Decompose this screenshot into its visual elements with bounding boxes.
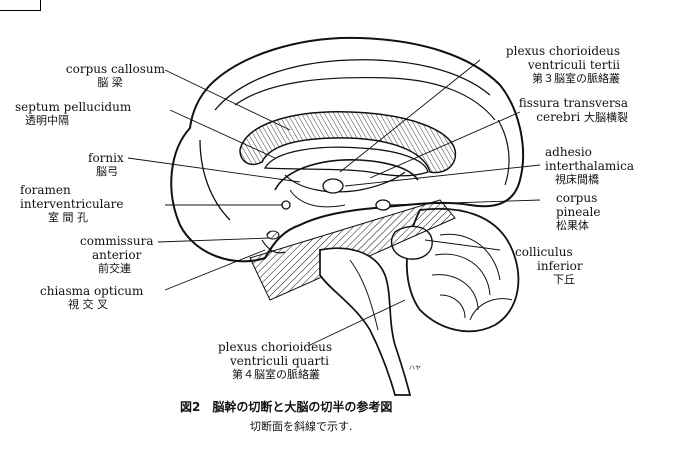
label-fissura-jp: 大脳横裂	[584, 111, 628, 124]
label-plexus-quarti-en1: plexus chorioideus	[218, 340, 333, 354]
corpus-pineale-shape	[375, 199, 391, 211]
label-colliculus-en2: inferior	[537, 259, 583, 273]
label-foramen-en1: foramen	[20, 183, 71, 197]
figure-caption-sub: 切断面を斜線で示す.	[250, 420, 353, 433]
label-chiasma-en: chiasma opticum	[40, 284, 144, 298]
label-chiasma: chiasma opticum 視 交 叉	[40, 284, 143, 312]
label-plexus-tertii-en1: plexus chorioideus	[505, 44, 620, 58]
corner-frame	[0, 0, 41, 11]
label-fornix-en: fornix	[88, 151, 124, 165]
label-corpus-callosum-jp: 脳 梁	[97, 76, 123, 89]
label-fissura: fissura transversa cerebri 大脳横裂	[500, 96, 628, 125]
label-corpus-pineale: corpus pineale 松果体	[556, 191, 600, 233]
label-foramen-en2: interventriculare	[20, 197, 124, 211]
label-septum-pellucidum: septum pellucidum 透明中隔	[15, 100, 131, 128]
label-fissura-en1: fissura transversa	[518, 96, 628, 110]
label-adhesio-en2: interthalamica	[545, 159, 635, 173]
label-adhesio-jp: 視床間橋	[555, 173, 599, 186]
label-foramen: foramen interventriculare 室 間 孔	[20, 183, 124, 225]
label-commissura-jp: 前交連	[98, 262, 131, 275]
leader-lines	[127, 59, 541, 346]
label-commissura: commissura anterior 前交連	[80, 234, 153, 276]
label-adhesio: adhesio interthalamica 視床間橋	[545, 145, 634, 187]
label-colliculus: colliculus inferior 下丘	[515, 245, 583, 287]
label-pineale-en1: corpus	[556, 191, 598, 205]
label-plexus-quarti-jp: 第４脳室の脈絡叢	[232, 368, 320, 381]
adhesio-interthalamica-shape	[322, 178, 344, 194]
label-commissura-en1: commissura	[80, 234, 154, 248]
label-fornix: fornix 脳弓	[88, 151, 124, 179]
corpus-callosum-shape	[239, 111, 457, 174]
label-plexus-tertii: plexus chorioideus ventriculi tertii 第３脳…	[480, 44, 620, 86]
label-plexus-quarti-en2: ventriculi quarti	[230, 354, 329, 368]
label-fissura-en2-row: cerebri 大脳横裂	[500, 110, 628, 125]
fornix-shape	[274, 159, 419, 191]
label-plexus-quarti: plexus chorioideus ventriculi quarti 第４脳…	[218, 340, 332, 382]
label-adhesio-en1: adhesio	[545, 145, 592, 159]
label-commissura-en2: anterior	[92, 248, 142, 262]
cerebrum-outline	[170, 36, 525, 263]
artist-signature: ハヤ	[409, 365, 422, 372]
label-corpus-callosum: corpus callosum 脳 梁	[55, 62, 165, 90]
label-plexus-tertii-en2: ventriculi tertii	[527, 58, 620, 72]
brainstem-shape	[319, 247, 412, 396]
label-pineale-jp: 松果体	[556, 219, 589, 232]
label-septum-jp: 透明中隔	[25, 114, 69, 127]
cerebellum-shape	[405, 207, 520, 333]
label-corpus-callosum-en: corpus callosum	[65, 62, 165, 76]
label-septum-en: septum pellucidum	[15, 100, 132, 114]
label-foramen-jp: 室 間 孔	[48, 211, 88, 224]
label-colliculus-jp: 下丘	[553, 273, 575, 286]
label-plexus-tertii-jp: 第３脳室の脈絡叢	[532, 72, 620, 85]
label-pineale-en2: pineale	[556, 205, 601, 219]
label-colliculus-en1: colliculus	[515, 245, 573, 259]
figure-caption: 図2 脳幹の切断と大脳の切半の参考図	[180, 400, 393, 414]
label-fornix-jp: 脳弓	[96, 165, 118, 178]
label-chiasma-jp: 視 交 叉	[68, 298, 108, 311]
label-fissura-en2: cerebri	[536, 110, 581, 124]
